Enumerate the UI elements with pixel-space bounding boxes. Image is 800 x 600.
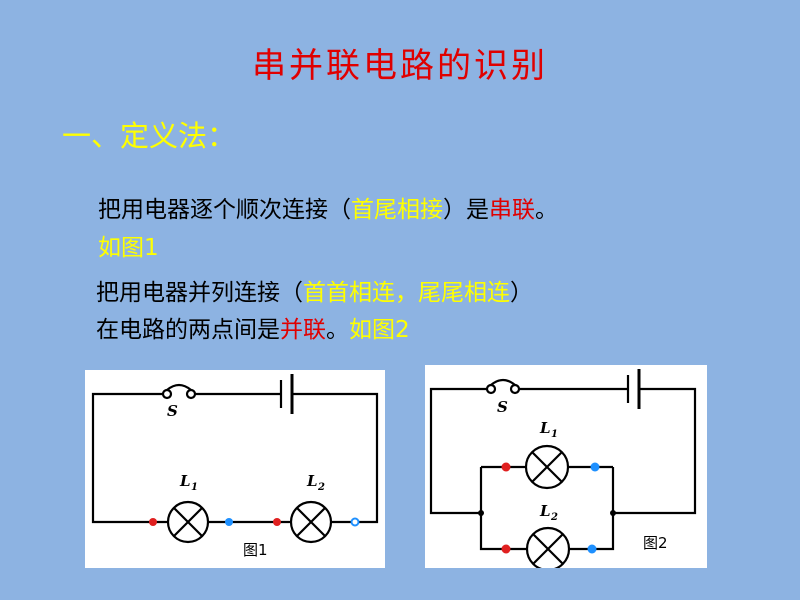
parallel-figure-ref: 如图2: [349, 317, 410, 343]
parallel-text-c: ）: [510, 280, 533, 306]
section-heading: 一、定义法：: [62, 119, 237, 153]
lamp1-terminal-blue: [225, 518, 233, 526]
lamp2-terminal-blue: [350, 517, 360, 527]
switch-label: S: [167, 402, 178, 420]
lamp1-subscript: 1: [551, 429, 558, 440]
lamp2-label: L: [539, 502, 551, 520]
figure2-caption: 图2: [643, 534, 668, 552]
lamp2-terminal-red: [501, 544, 511, 554]
figure1-caption: 图1: [243, 541, 268, 559]
junction-left: [478, 510, 484, 516]
lamp2-icon: [525, 526, 571, 568]
switch-icon: [485, 378, 521, 395]
figure1-series-circuit: S L 1 L 2 图1: [85, 370, 385, 568]
series-text-e: 。: [535, 197, 558, 223]
series-definition-line1: 把用电器逐个顺次连接（首尾相接）是串联。: [98, 190, 558, 224]
junction-right: [610, 510, 616, 516]
series-figure-ref: 如图1: [98, 235, 159, 261]
lamp1-subscript: 1: [191, 482, 198, 493]
switch-label: S: [497, 398, 508, 416]
parallel-definition-line2: 在电路的两点间是并联。如图2: [96, 310, 410, 344]
parallel-term: 并联: [280, 317, 326, 343]
figure2-parallel-circuit: S L 1 L 2 图2: [425, 365, 707, 568]
wire-left: [429, 387, 487, 515]
series-text-c: ）是: [443, 197, 489, 223]
lamp1-terminal-red: [149, 518, 157, 526]
lamp2-label: L: [306, 472, 318, 490]
lamp2-terminal-blue: [587, 544, 597, 554]
lamp1-icon: [166, 500, 210, 544]
lamp1-terminal-blue: [590, 462, 600, 472]
parallel-text-line2-a: 在电路的两点间是: [96, 317, 280, 343]
lamp1-terminal-red: [501, 462, 511, 472]
battery-icon: [626, 369, 641, 409]
parallel-definition-line1: 把用电器并列连接（首首相连，尾尾相连）: [96, 273, 533, 307]
battery-icon: [279, 374, 294, 414]
lamp2-subscript: 2: [550, 512, 558, 523]
lamp2-terminal-red: [273, 518, 281, 526]
wire-left: [91, 392, 163, 524]
lamp1-icon: [524, 444, 570, 490]
parallel-text-a: 把用电器并列连接（: [96, 280, 303, 306]
lamp1-label: L: [179, 472, 191, 490]
switch-icon: [161, 383, 197, 400]
series-highlight-head-tail: 首尾相接: [351, 197, 443, 223]
parallel-highlight: 首首相连，尾尾相连: [303, 280, 510, 306]
page-title: 串并联电路的识别: [252, 46, 548, 86]
series-text-a: 把用电器逐个顺次连接（: [98, 197, 351, 223]
series-term: 串联: [489, 197, 535, 223]
lamp1-label: L: [539, 419, 551, 437]
lamp2-subscript: 2: [317, 482, 325, 493]
parallel-text-line2-c: 。: [326, 317, 349, 343]
lamp2-icon: [289, 500, 333, 544]
